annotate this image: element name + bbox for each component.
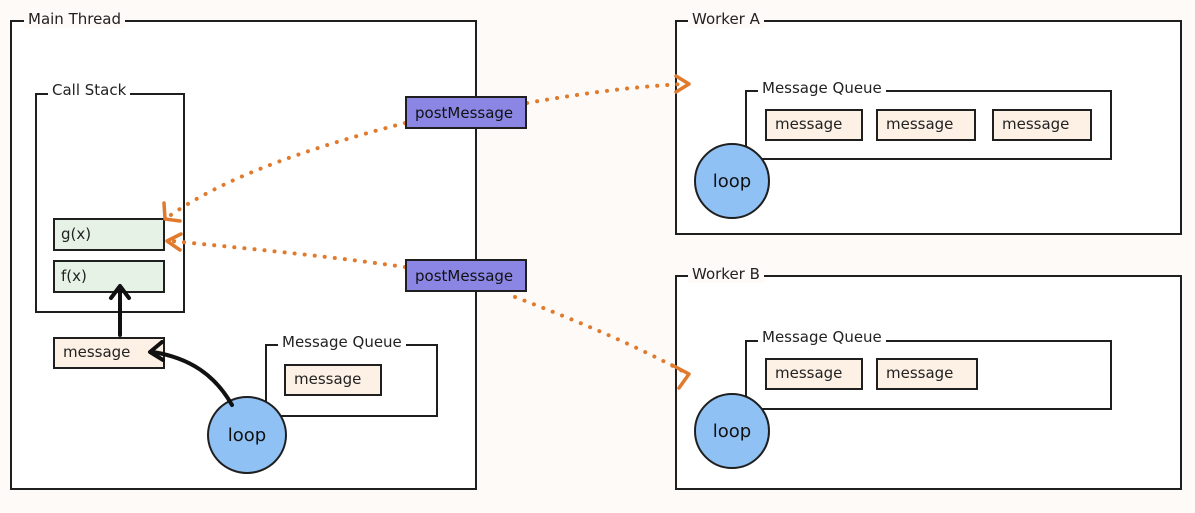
arrowhead-callstack-bottom-icon [165,232,183,252]
stack-frame-f: f(x) [53,260,165,293]
main-message-queue-title: Message Queue [278,333,406,351]
call-stack-title: Call Stack [48,81,131,99]
worker-a-message-chip-1: message [765,109,863,141]
main-event-loop: loop [207,396,287,474]
worker-a-loop-label: loop [712,170,752,192]
worker-b-loop-label: loop [712,420,752,442]
worker-b-title: Worker B [688,265,764,283]
dotted-arrow-worker-b-to-callstack [170,239,407,269]
arrowhead-left-icon [148,340,165,362]
arrowhead-up-icon [109,284,131,300]
arrow-loop-to-message [151,350,234,407]
arrowhead-worker-b-icon [670,363,691,390]
main-thread-title: Main Thread [24,10,126,28]
worker-a-message-chip-3: message [992,109,1092,141]
current-message-chip: message [53,337,165,369]
arrowhead-worker-a-icon [674,74,691,94]
dotted-arrow-main-to-worker-b [513,295,688,375]
main-loop-label: loop [227,424,267,446]
worker-a-title: Worker A [688,10,764,28]
arrowhead-callstack-top-icon [162,201,182,223]
worker-a-message-chip-2: message [876,109,976,141]
worker-a-message-queue-title: Message Queue [758,79,886,97]
worker-b-event-loop: loop [694,393,770,469]
post-message-label-2: postMessage [405,259,527,292]
dotted-arrow-worker-a-to-callstack [166,121,407,219]
main-queue-message-chip: message [284,364,382,396]
stack-frame-g: g(x) [53,218,165,251]
dotted-arrow-main-to-worker-a [525,82,688,105]
worker-b-message-queue-title: Message Queue [758,328,886,346]
worker-b-message-chip-1: message [765,358,863,390]
worker-a-event-loop: loop [694,143,770,219]
worker-b-message-chip-2: message [876,358,978,390]
post-message-label-1: postMessage [405,96,527,129]
